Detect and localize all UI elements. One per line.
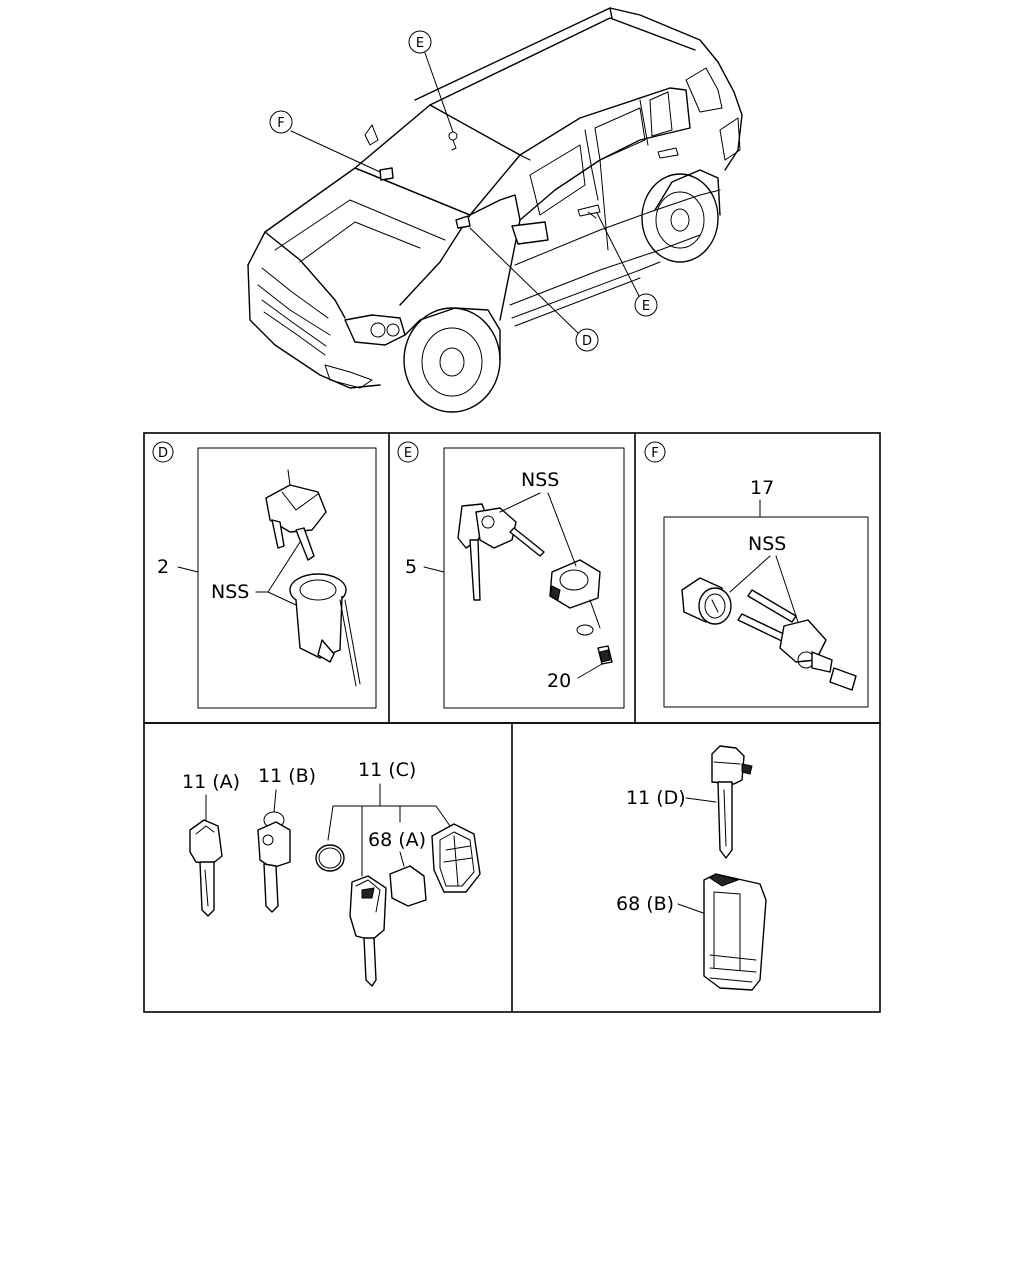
- panel-e-part-number: 5: [405, 556, 417, 578]
- panel-e-marker-label: E: [404, 446, 412, 461]
- detail-panels-frame: [143, 432, 881, 1013]
- cover-b-remote-icon: [703, 873, 767, 991]
- panel-f-marker: F: [644, 441, 666, 463]
- key-c-label: 11 (C): [358, 759, 416, 781]
- panel-d-marker: D: [152, 441, 174, 463]
- panel-d-nss-label: NSS: [211, 581, 249, 603]
- callout-d-label: D: [582, 334, 592, 349]
- panel-e-marker: E: [397, 441, 419, 463]
- key-c-icon: [349, 875, 387, 987]
- callout-e-top: E: [408, 30, 432, 54]
- panel-e-sub-part-number: 20: [547, 670, 571, 692]
- remote-panel: 11 (D) 68 (B): [616, 745, 767, 991]
- key-d-icon: [711, 745, 753, 859]
- panel-f-nss-label: NSS: [748, 533, 786, 555]
- panel-d-inset: [197, 447, 377, 709]
- callout-f: F: [269, 110, 293, 134]
- cover-a-label: 68 (A): [368, 829, 426, 851]
- callout-e-door: E: [634, 293, 658, 317]
- door-lock-cylinder-icon: [549, 559, 601, 636]
- vehicle-callout-leaders: [290, 52, 640, 334]
- glovebox-lock-cylinder-icon: [681, 577, 732, 625]
- key-b-label: 11 (B): [258, 765, 316, 787]
- keys-panel: 11 (A) 11 (B) 11 (C): [182, 759, 481, 987]
- callout-e-top-label: E: [416, 36, 424, 51]
- panel-d-part-number: 2: [157, 556, 169, 578]
- key-battery-icon: [315, 844, 345, 872]
- key-d-label: 11 (D): [626, 787, 686, 809]
- key-a-icon: [189, 819, 223, 917]
- callout-e-door-label: E: [642, 299, 650, 314]
- panel-e-inset: [443, 447, 625, 709]
- callout-f-label: F: [277, 116, 284, 131]
- cover-b-label: 68 (B): [616, 893, 674, 915]
- door-key-icon: [457, 503, 545, 601]
- panel-d-marker-label: D: [158, 446, 168, 461]
- panel-e: E 5 NSS 20: [397, 441, 625, 709]
- key-a-label: 11 (A): [182, 771, 240, 793]
- panel-f-marker-label: F: [651, 446, 658, 461]
- cover-a-pad-icon: [389, 865, 427, 907]
- glovebox-keys-icon: [737, 589, 857, 691]
- panel-d: D 2 NSS: [152, 441, 377, 709]
- ignition-key-icon: [265, 469, 327, 561]
- panel-f-part-number: 17: [750, 477, 774, 499]
- vehicle-illustration: [247, 7, 743, 413]
- key-housing-shell-icon: [431, 823, 481, 893]
- key-b-icon: [257, 811, 291, 913]
- panel-e-nss-label: NSS: [521, 469, 559, 491]
- callout-d: D: [575, 328, 599, 352]
- ignition-cylinder-icon: [289, 573, 361, 687]
- panel-f: F 17 NSS: [644, 441, 869, 708]
- panel-f-inset: [663, 516, 869, 708]
- lock-clip-icon: [597, 645, 613, 665]
